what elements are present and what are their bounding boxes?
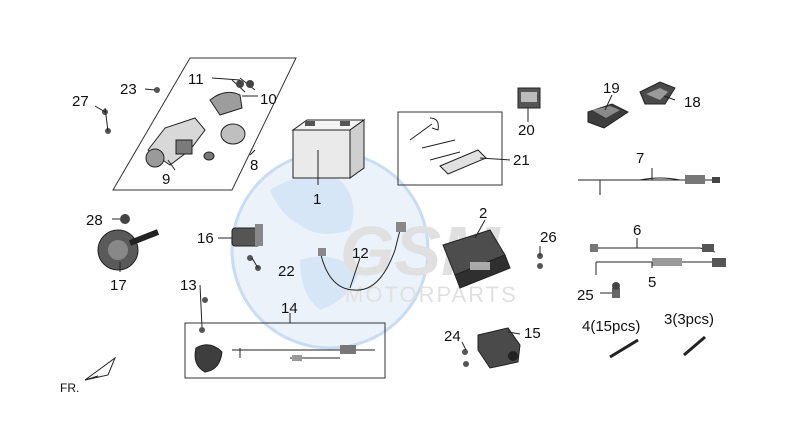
callout-12: 12 — [352, 245, 369, 262]
battery — [291, 119, 366, 179]
callout-8: 8 — [250, 157, 258, 174]
ignition-set-frame — [112, 57, 297, 191]
callout-20: 20 — [518, 122, 535, 139]
tool-kit — [409, 117, 487, 175]
callout-21: 21 — [513, 152, 530, 169]
callout-28: 28 — [86, 212, 103, 229]
screw-23 — [154, 87, 160, 93]
callout-25: 25 — [577, 287, 594, 304]
wire-6 — [590, 244, 716, 253]
sensor — [231, 224, 263, 271]
callout-4: 4(15pcs) — [582, 318, 640, 335]
starter-relay — [462, 327, 521, 369]
wire-5 — [595, 258, 726, 275]
callout-3: 3(3pcs) — [664, 311, 714, 328]
callout-24: 24 — [444, 328, 461, 345]
callout-2: 2 — [479, 205, 487, 222]
relay — [517, 87, 541, 109]
callout-19: 19 — [603, 80, 620, 97]
bolt-25 — [612, 282, 620, 298]
callout-6: 6 — [633, 222, 641, 239]
screw-26b — [537, 263, 543, 269]
callout-13: 13 — [180, 277, 197, 294]
ignition-cap — [220, 123, 246, 145]
regulator — [442, 229, 511, 289]
callout-7: 7 — [636, 150, 644, 167]
fuse-cover — [639, 81, 676, 105]
tool-kit-frame — [397, 111, 503, 186]
strip-4 — [609, 338, 639, 359]
ignition-switch — [145, 77, 256, 168]
callout-23: 23 — [120, 81, 137, 98]
fuse-box — [587, 103, 629, 129]
front-direction-arrow — [84, 356, 117, 381]
callout-10: 10 — [260, 91, 277, 108]
callout-16: 16 — [197, 230, 214, 247]
callout-1: 1 — [313, 191, 321, 208]
callout-17: 17 — [110, 277, 127, 294]
nut-28 — [120, 214, 130, 224]
callout-15: 15 — [524, 325, 541, 342]
callout-18: 18 — [684, 94, 701, 111]
callout-27: 27 — [72, 93, 89, 110]
strip-3 — [683, 335, 706, 357]
callout-26: 26 — [540, 229, 557, 246]
callout-5: 5 — [648, 274, 656, 291]
relay-13 — [194, 297, 223, 373]
key-housing — [209, 91, 243, 116]
wire-harness-frame — [184, 322, 386, 379]
leader-lines — [94, 77, 676, 351]
callout-11: 11 — [188, 71, 204, 88]
watermark-sub: MOTORPARTS — [345, 282, 518, 307]
callout-22: 22 — [278, 263, 295, 280]
direction-label: FR. — [60, 381, 79, 395]
wire-12 — [318, 222, 406, 291]
callout-labels: 1 2 3(3pcs) 4(15pcs) 5 6 7 8 9 10 11 12 … — [72, 71, 714, 345]
harness-14 — [232, 345, 375, 361]
callout-9: 9 — [162, 171, 170, 188]
callout-14: 14 — [281, 300, 298, 317]
wire-7 — [578, 175, 720, 195]
horn — [97, 214, 160, 271]
